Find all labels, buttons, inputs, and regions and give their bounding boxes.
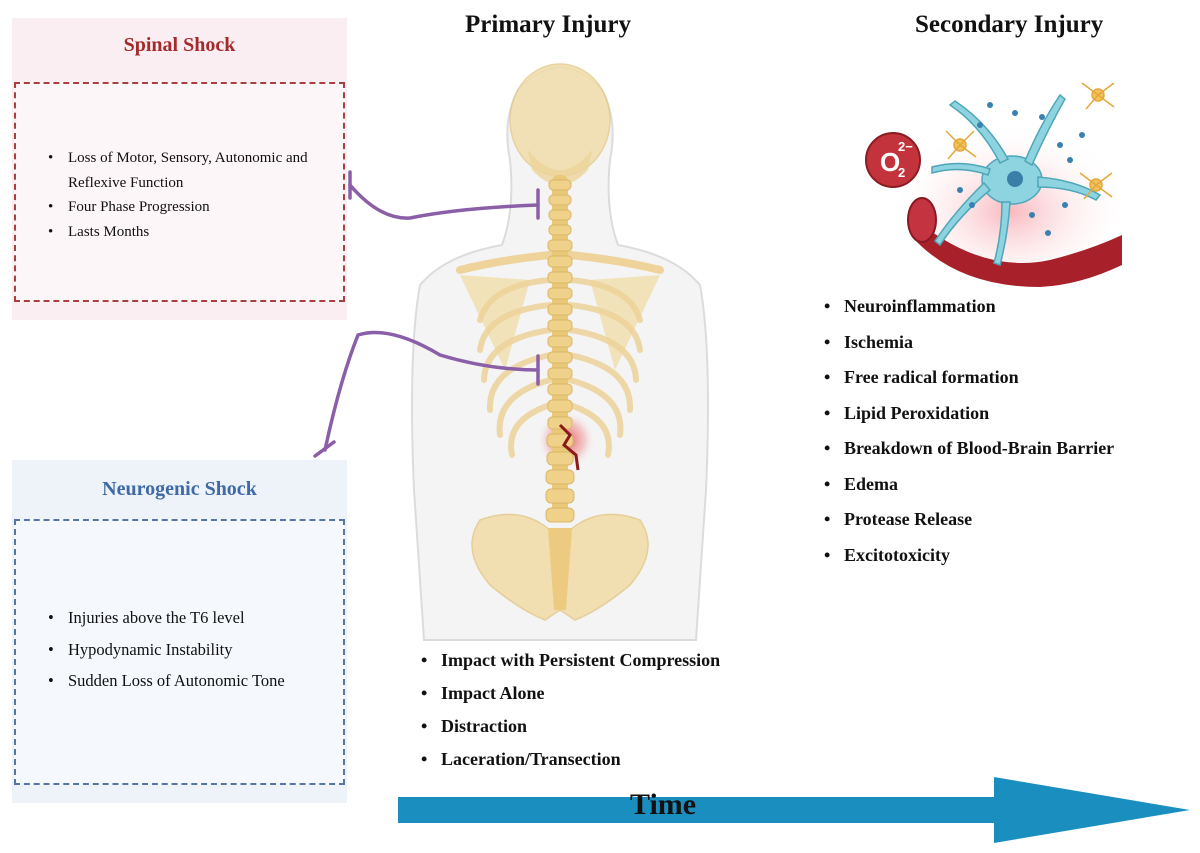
neurogenic-shock-list: Injuries above the T6 level Hypodynamic … [48, 602, 338, 697]
connector-lines [313, 170, 540, 458]
superoxide-subscript: 2 [898, 165, 905, 180]
list-item: Lipid Peroxidation [824, 396, 1194, 432]
list-item: Injuries above the T6 level [48, 602, 338, 634]
list-item: Lasts Months [48, 220, 328, 245]
free-radical-dots [957, 102, 1085, 236]
superoxide-o: O [880, 147, 900, 177]
list-item: Impact Alone [421, 677, 781, 710]
glial-cells [945, 82, 1115, 200]
superoxide-badge [865, 132, 921, 188]
list-item: Ischemia [824, 325, 1194, 361]
list-item: Hypodynamic Instability [48, 634, 338, 666]
time-arrow [398, 777, 1190, 843]
primary-injury-list: Impact with Persistent Compression Impac… [421, 644, 781, 776]
primary-injury-heading: Primary Injury [465, 11, 631, 38]
list-item: Breakdown of Blood-Brain Barrier [824, 431, 1194, 467]
neuron-nucleus [1007, 171, 1023, 187]
spinal-shock-title: Spinal Shock [123, 34, 236, 56]
fracture-mark [558, 423, 580, 471]
list-item: Free radical formation [824, 360, 1194, 396]
list-item: Neuroinflammation [824, 289, 1194, 325]
secondary-injury-illustration: O 2 2− [865, 82, 1122, 287]
list-item: Distraction [421, 710, 781, 743]
list-item: Laceration/Transection [421, 743, 781, 776]
connector-spinal-shock [348, 183, 540, 220]
connector-neurogenic-shock [323, 330, 540, 452]
superoxide-superscript: 2− [898, 139, 913, 154]
sacrum [548, 528, 572, 610]
clavicle-right [566, 251, 664, 274]
skeleton-illustration [411, 63, 709, 641]
list-item: Excitotoxicity [824, 538, 1194, 574]
spinal-shock-panel: Spinal Shock Loss of Motor, Sensory, Aut… [12, 18, 347, 320]
list-item: Sudden Loss of Autonomic Tone [48, 665, 338, 697]
secondary-injury-list: Neuroinflammation Ischemia Free radical … [824, 289, 1194, 573]
list-item: Loss of Motor, Sensory, Autonomic and Re… [48, 146, 328, 195]
blood-vessel [910, 215, 1122, 287]
secondary-injury-heading: Secondary Injury [915, 11, 1104, 38]
vessel-opening [907, 197, 937, 243]
list-item: Edema [824, 467, 1194, 503]
clavicle-left [456, 251, 554, 274]
list-item: Protease Release [824, 502, 1194, 538]
time-label: Time [630, 788, 697, 821]
spinal-shock-list: Loss of Motor, Sensory, Autonomic and Re… [48, 146, 328, 244]
neurogenic-shock-title: Neurogenic Shock [102, 478, 257, 500]
list-item: Impact with Persistent Compression [421, 644, 781, 677]
jaw [528, 150, 592, 185]
list-item: Four Phase Progression [48, 195, 328, 220]
neurogenic-shock-panel: Neurogenic Shock Injuries above the T6 l… [12, 460, 347, 803]
